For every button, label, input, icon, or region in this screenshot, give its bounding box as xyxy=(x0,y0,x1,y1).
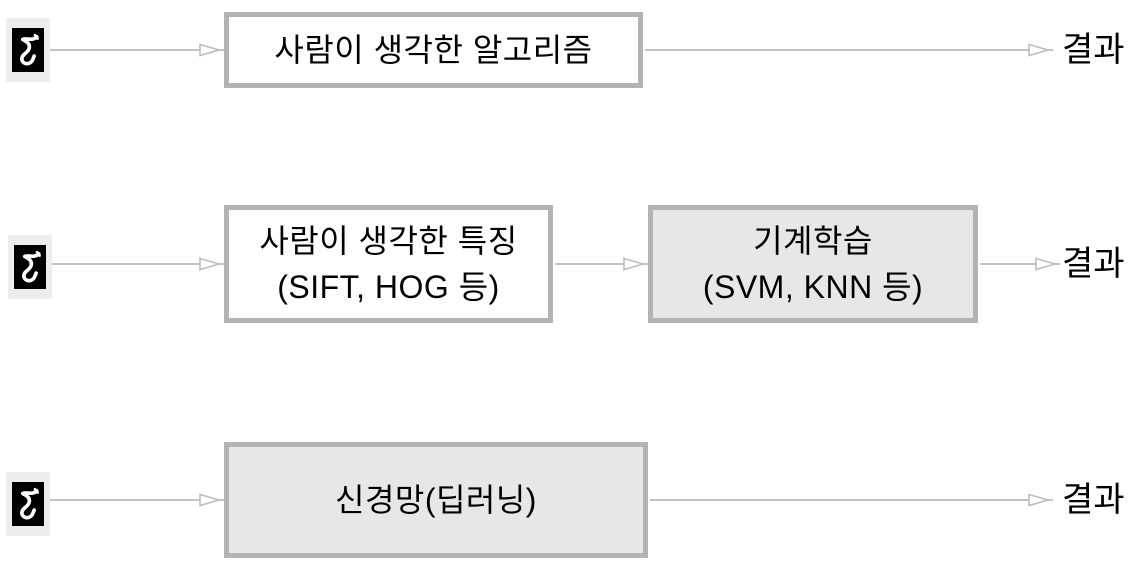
flow-arrow xyxy=(980,257,1060,271)
result-label: 결과 xyxy=(1062,481,1125,519)
flow-arrow xyxy=(50,493,224,507)
flow-arrow xyxy=(50,43,224,57)
flow-arrow xyxy=(52,257,224,271)
box-label-line1: 사람이 생각한 특징 xyxy=(259,223,518,259)
flow-arrow xyxy=(650,493,1053,507)
result-label: 결과 xyxy=(1062,31,1125,69)
box-label-line2: (SIFT, HOG 등) xyxy=(277,269,500,305)
box-neural-network: 신경망(딥러닝) xyxy=(224,442,648,558)
flow-arrow xyxy=(555,257,648,271)
mnist-digit-5-icon xyxy=(6,18,50,82)
box-label: 사람이 생각한 알고리즘 xyxy=(274,32,593,68)
handwritten-5-image xyxy=(14,245,46,289)
result-label: 결과 xyxy=(1062,245,1125,283)
mnist-digit-5-icon xyxy=(6,472,50,536)
handwritten-5-image xyxy=(12,482,44,526)
box-human-algorithm: 사람이 생각한 알고리즘 xyxy=(224,12,643,88)
box-label-line2: (SVM, KNN 등) xyxy=(702,269,924,305)
box-label: 신경망(딥러닝) xyxy=(335,482,537,518)
box-machine-learning: 기계학습 (SVM, KNN 등) xyxy=(648,205,978,323)
mnist-digit-5-icon xyxy=(8,235,52,299)
handwritten-5-image xyxy=(12,28,44,72)
flow-arrow xyxy=(645,43,1053,57)
box-human-features: 사람이 생각한 특징 (SIFT, HOG 등) xyxy=(224,205,553,323)
box-label-line1: 기계학습 xyxy=(753,223,873,259)
